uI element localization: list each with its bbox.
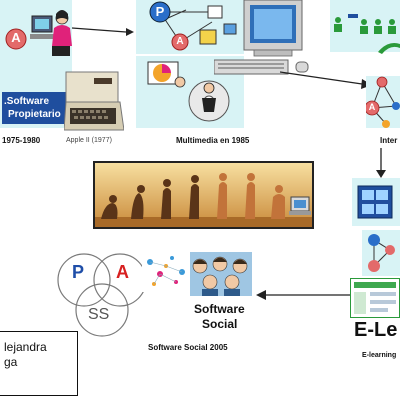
ball-a-letter: A bbox=[176, 36, 184, 47]
elearning-screenshot-icon bbox=[350, 278, 400, 318]
woman-at-computer-icon bbox=[30, 6, 74, 58]
software-social-label-line1: Software bbox=[194, 302, 245, 316]
proprietary-caption: 1975-1980 bbox=[2, 136, 41, 145]
green-swoosh-icon bbox=[378, 40, 400, 54]
proprietary-label-line2: Propietario bbox=[8, 109, 61, 120]
people-crowd-icon bbox=[190, 252, 252, 296]
desktop-computer-icon bbox=[214, 0, 320, 80]
venn-bottom-label: SS bbox=[88, 306, 110, 323]
social-map-icon bbox=[142, 252, 192, 292]
internet-caption: Inter bbox=[380, 136, 398, 145]
venn-left-label: P bbox=[72, 262, 85, 282]
arrow-multimedia-to-internet bbox=[280, 64, 372, 94]
badge-a-letter: A bbox=[11, 30, 21, 45]
internet-network-icon bbox=[366, 76, 400, 128]
evolution-image bbox=[93, 161, 314, 229]
author-line2: ga bbox=[4, 355, 18, 369]
venn-diagram bbox=[52, 250, 152, 342]
elearning-network-icon bbox=[362, 230, 400, 276]
proprietary-label-line1: .Software bbox=[4, 96, 50, 107]
software-social-label-box bbox=[190, 296, 252, 342]
author-line1: lejandra bbox=[4, 340, 47, 354]
internet-ball-a-letter: A bbox=[368, 102, 376, 112]
social-caption: Software Social 2005 bbox=[148, 343, 228, 352]
multimedia-network-icon bbox=[140, 0, 240, 52]
elearning-big-label: E-Le bbox=[354, 319, 398, 341]
apple-caption: Apple II (1977) bbox=[66, 137, 112, 144]
apple-ii-computer-icon bbox=[64, 70, 124, 132]
ball-p-letter: P bbox=[155, 4, 165, 19]
venn-right-label: A bbox=[116, 262, 129, 282]
badge-a-icon bbox=[5, 28, 27, 50]
arrow-proprietary-to-multimedia bbox=[72, 18, 134, 38]
software-social-label-line2: Social bbox=[202, 317, 238, 331]
multimedia-caption: Multimedia en 1985 bbox=[176, 136, 250, 145]
arrow-elearning-to-social bbox=[256, 287, 350, 303]
people-group-icon bbox=[332, 14, 400, 36]
elearning-caption: E-learning bbox=[362, 352, 397, 359]
arrow-internet-to-elearning bbox=[374, 148, 388, 178]
presentation-chart-icon bbox=[146, 58, 186, 92]
elearning-puzzle-icon bbox=[354, 182, 396, 222]
proprietary-label-box bbox=[2, 92, 68, 124]
author-box bbox=[0, 331, 78, 396]
cd-person-icon bbox=[186, 78, 232, 124]
